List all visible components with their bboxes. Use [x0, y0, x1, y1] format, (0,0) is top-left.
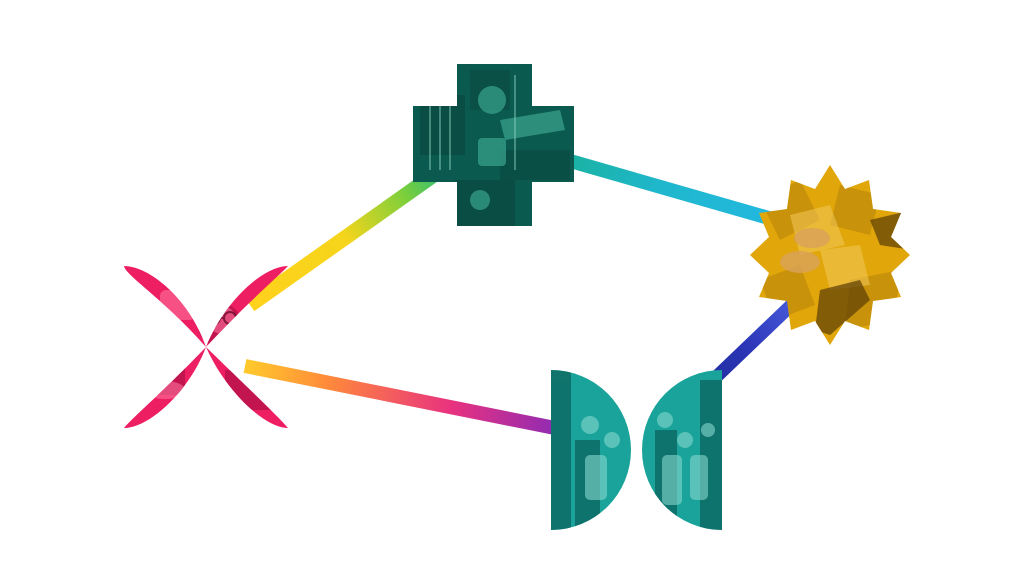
two-half-circles-photo-icon — [551, 370, 722, 530]
cross-photo-icon — [413, 64, 574, 226]
link-flower-to-cross — [245, 153, 460, 312]
link-halves-to-flower — [243, 359, 567, 437]
